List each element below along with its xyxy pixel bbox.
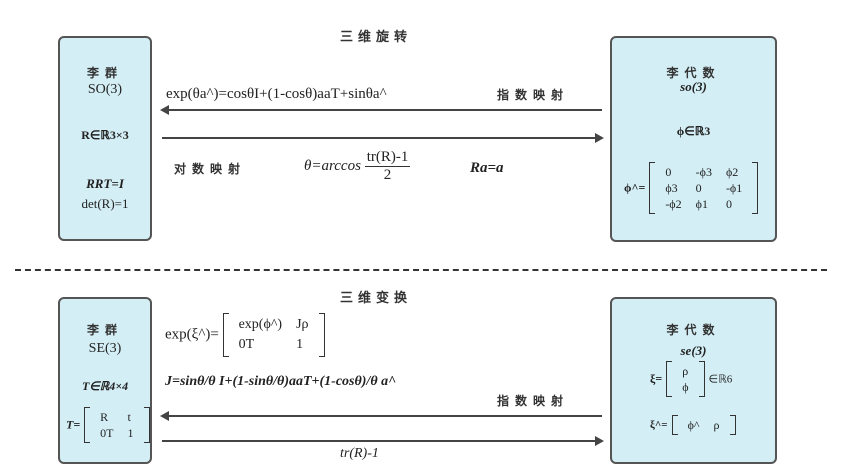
matrix-cell: 0 bbox=[665, 165, 672, 179]
matrix-cell: ϕ2 bbox=[725, 165, 739, 179]
transform-title: 三维变换 bbox=[340, 291, 413, 306]
group-name: SE(3) bbox=[88, 341, 122, 356]
hat-label: ξ^= bbox=[650, 419, 668, 431]
vector-label: ξ= bbox=[650, 371, 663, 386]
lie-group-label: 李群 bbox=[86, 66, 123, 80]
algebra-name: so(3) bbox=[680, 79, 707, 94]
lie-group-label: 李群 bbox=[86, 323, 123, 337]
matrix-cell: 1 bbox=[296, 337, 304, 352]
matrix-cell: Jρ bbox=[296, 317, 309, 332]
so3-lie-algebra-box: 李代数 so(3) ϕ∈ℝ3 ϕ^= 0 -ϕ3 ϕ2 ϕ3 0 -ϕ1 -ϕ2 ϕ1 0 bbox=[610, 36, 777, 242]
exp-map-arrow bbox=[160, 105, 602, 115]
hat-label: ϕ^= bbox=[624, 180, 646, 195]
matrix-cell: 0T bbox=[238, 337, 255, 352]
algebra-name: se(3) bbox=[680, 343, 707, 358]
denominator: 2 bbox=[383, 167, 392, 183]
matrix-cell: 0T bbox=[100, 426, 114, 440]
log-lhs: θ=arccos bbox=[304, 158, 361, 174]
matrix-cell: -ϕ1 bbox=[725, 181, 743, 195]
matrix-cell: -ϕ3 bbox=[695, 165, 712, 179]
matrix-cell: -ϕ2 bbox=[665, 197, 682, 211]
exp-map-label: 指数映射 bbox=[497, 394, 570, 408]
matrix-cell: 0 bbox=[695, 181, 702, 195]
log-map-arrow bbox=[162, 436, 604, 446]
log-map-label: 对数映射 bbox=[174, 162, 247, 176]
membership: R∈ℝ3×3 bbox=[81, 128, 129, 142]
exp-formula: exp(θa^)=cosθI+(1-cosθ)aaT+sinθa^ bbox=[166, 86, 387, 102]
membership: ∈ℝ6 bbox=[708, 373, 733, 386]
matrix-label: T= bbox=[66, 417, 81, 432]
matrix-cell: ϕ^ bbox=[687, 418, 700, 432]
numerator: tr(R)-1 bbox=[364, 149, 411, 167]
twist-hat-matrix: ξ^= ϕ^ ρ bbox=[650, 415, 736, 435]
matrix-cell: ρ bbox=[682, 364, 689, 378]
section-divider bbox=[15, 269, 827, 271]
log-partial-formula: tr(R)-1 bbox=[340, 446, 379, 461]
jacobian-formula: J=sinθ/θ I+(1-sinθ/θ)aaT+(1-cosθ)/θ a^ bbox=[165, 374, 397, 389]
matrix-cell: t bbox=[127, 410, 131, 424]
orthogonality: RRT=I bbox=[86, 176, 124, 191]
matrix-cell: ϕ1 bbox=[695, 197, 708, 211]
membership: T∈ℝ4×4 bbox=[81, 379, 129, 393]
log-map-arrow bbox=[162, 133, 604, 143]
exp-map-label: 指数映射 bbox=[497, 88, 570, 102]
membership: ϕ∈ℝ3 bbox=[676, 124, 711, 138]
exp-matrix: exp(ϕ^) Jρ 0T 1 bbox=[222, 313, 325, 357]
matrix-cell: ϕ bbox=[682, 380, 689, 394]
exp-lhs: exp(ξ^)= bbox=[165, 326, 219, 343]
twist-hat: ϕ^ ρ bbox=[671, 415, 736, 435]
matrix-cell: 1 bbox=[127, 426, 134, 440]
matrix-cell: R bbox=[100, 410, 109, 424]
lie-algebra-label: 李代数 bbox=[666, 66, 721, 80]
skew-matrix: 0 -ϕ3 ϕ2 ϕ3 0 -ϕ1 -ϕ2 ϕ1 0 bbox=[649, 162, 759, 214]
matrix-cell: exp(ϕ^) bbox=[238, 317, 283, 332]
axis-formula: Ra=a bbox=[470, 160, 504, 176]
rotation-title: 三维旋转 bbox=[340, 30, 413, 45]
matrix-cell: 0 bbox=[725, 197, 732, 211]
hat-matrix: ϕ^= 0 -ϕ3 ϕ2 ϕ3 0 -ϕ1 -ϕ2 ϕ1 0 bbox=[624, 162, 759, 214]
group-name: SO(3) bbox=[87, 82, 123, 97]
so3-lie-group-box: 李群 SO(3) R∈ℝ3×3 RRT=I det(R)=1 bbox=[58, 36, 152, 241]
determinant: det(R)=1 bbox=[81, 196, 129, 211]
matrix-cell: ϕ3 bbox=[665, 181, 678, 195]
exp-map-arrow bbox=[160, 411, 602, 421]
matrix-cell: ρ bbox=[713, 418, 720, 432]
lie-algebra-label: 李代数 bbox=[666, 323, 721, 337]
se3-exp-formula: exp(ξ^)= exp(ϕ^) Jρ 0T 1 bbox=[165, 313, 325, 357]
